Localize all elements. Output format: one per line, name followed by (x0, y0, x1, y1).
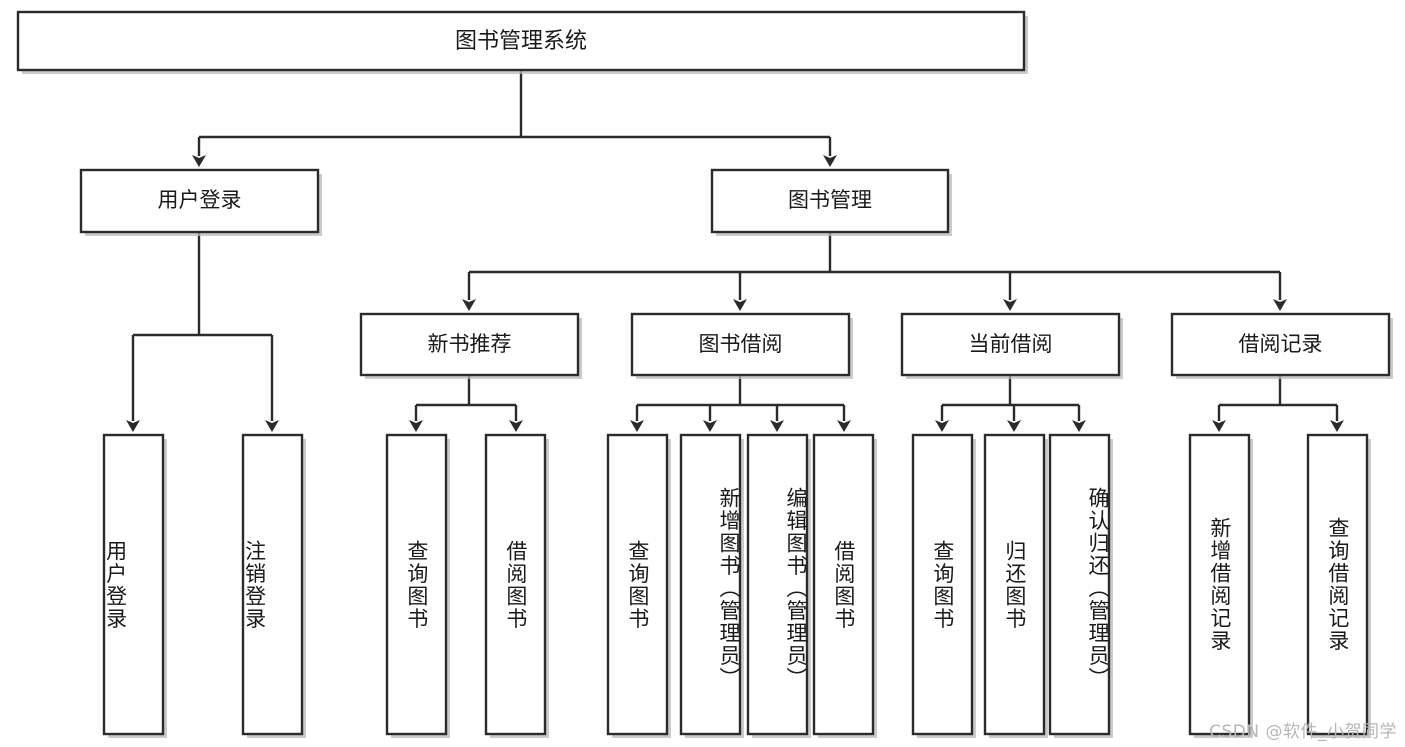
node-user-login-label: 用户登录 (158, 188, 242, 212)
leaf-node-nbr-borrow-book[interactable] (484, 433, 549, 738)
node-book-borrow[interactable]: 图书借阅 (630, 312, 853, 379)
node-user-login[interactable]: 用户登录 (79, 168, 322, 236)
node-new-book-rec[interactable]: 新书推荐 (359, 312, 582, 379)
leaf-node-br-add-record[interactable] (1188, 433, 1253, 738)
node-current-borrow-label: 当前借阅 (969, 332, 1053, 356)
node-root[interactable]: 图书管理系统 (16, 10, 1028, 74)
leaf-node-nbr-query-book[interactable] (385, 433, 450, 738)
connector-layer (126, 70, 1344, 432)
leaf-node-br-query-record[interactable] (1306, 433, 1371, 738)
node-book-manage-label: 图书管理 (788, 188, 872, 212)
leaf-node-logout[interactable] (241, 433, 306, 738)
node-root-label: 图书管理系统 (455, 29, 587, 54)
node-layer: 图书管理系统 用户登录 图书管理 新书推荐 图书 (16, 10, 1393, 738)
leaf-node-bb-edit-book[interactable] (746, 433, 811, 738)
node-book-borrow-label: 图书借阅 (699, 332, 783, 356)
node-borrow-record[interactable]: 借阅记录 (1170, 312, 1393, 379)
leaf-node-user-login[interactable] (102, 433, 167, 738)
node-current-borrow[interactable]: 当前借阅 (900, 312, 1123, 379)
leaf-node-cb-confirm-return[interactable] (1048, 433, 1113, 738)
leaf-node-bb-add-book[interactable] (679, 433, 744, 738)
leaf-node-boxes (102, 433, 1371, 738)
node-new-book-rec-label: 新书推荐 (428, 332, 512, 356)
leaf-node-cb-query-book[interactable] (911, 433, 976, 738)
node-borrow-record-label: 借阅记录 (1239, 332, 1323, 356)
node-book-manage[interactable]: 图书管理 (710, 168, 952, 236)
leaf-node-bb-borrow-book[interactable] (812, 433, 877, 738)
leaf-node-cb-return-book[interactable] (983, 433, 1048, 738)
csdn-watermark: CSDN @软件_小贺同学 (1209, 722, 1397, 742)
leaf-node-bb-query-book[interactable] (606, 433, 671, 738)
